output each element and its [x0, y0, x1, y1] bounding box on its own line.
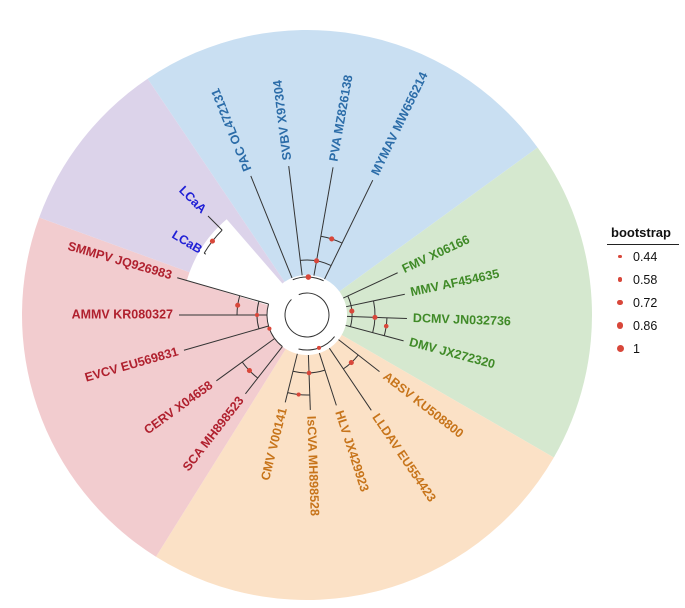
legend-item: 0.72: [607, 291, 679, 314]
bootstrap-node: [372, 314, 378, 320]
legend-dot-slot: [607, 322, 633, 329]
leaf-branch: [313, 167, 334, 276]
legend-item: 0.58: [607, 268, 679, 291]
bootstrap-node: [329, 236, 335, 242]
legend-item: 0.86: [607, 314, 679, 337]
legend-title: bootstrap: [607, 222, 679, 245]
leaf-branch: [318, 352, 337, 406]
leaf-branch: [216, 338, 275, 382]
leaf-branch: [338, 339, 380, 373]
legend-dot-slot: [607, 277, 633, 282]
leaf-branch: [284, 353, 298, 403]
legend-dot-icon: [617, 299, 623, 306]
legend-value: 0.86: [633, 318, 658, 333]
legend-value: 0.58: [633, 272, 658, 287]
bootstrap-node: [306, 370, 312, 376]
white-inner-cavity: [186, 219, 347, 355]
leaf-branch: [346, 293, 405, 308]
bootstrap-node: [235, 302, 241, 308]
bootstrap-node: [296, 392, 301, 397]
leaf-branch: [245, 346, 283, 395]
leaf-label: IsCVA MH898528: [304, 416, 321, 517]
bootstrap-node: [267, 326, 272, 331]
legend-dot-icon: [616, 345, 624, 352]
leaf-branch: [183, 325, 269, 351]
legend-items: 0.44 0.58 0.72 0.86 1: [607, 245, 679, 360]
leaf-label: DCMV JN032736: [413, 311, 511, 328]
bootstrap-node: [383, 323, 389, 329]
leaf-label: AMMV KR080327: [72, 307, 173, 321]
leaf-branch: [177, 277, 269, 305]
legend-value: 0.44: [633, 249, 658, 264]
bootstrap-nodes: [209, 236, 389, 397]
clade-sector-blue: [147, 29, 538, 315]
legend-dot-icon: [616, 322, 624, 329]
legend-dot-slot: [607, 299, 633, 306]
bootstrap-node: [209, 238, 215, 244]
bootstrap-node: [348, 359, 354, 366]
bootstrap-node: [314, 258, 320, 264]
legend-dot-slot: [607, 254, 633, 259]
bootstrap-node: [254, 312, 260, 318]
branch-arc: [284, 292, 330, 338]
leaf-branch: [345, 324, 404, 342]
legend-dot-icon: [617, 277, 623, 282]
leaf-branch: [343, 272, 398, 299]
leaf-branch: [207, 215, 223, 231]
bootstrap-legend: bootstrap 0.44 0.58 0.72 0.86 1: [607, 222, 679, 360]
clade-sector-orange: [155, 315, 554, 600]
bootstrap-node: [349, 308, 355, 314]
clade-sector-red: [21, 217, 307, 557]
legend-dot-slot: [607, 345, 633, 352]
legend-value: 1: [633, 341, 640, 356]
leaf-branch: [324, 179, 374, 280]
bootstrap-node: [305, 274, 312, 280]
legend-item: 0.44: [607, 245, 679, 268]
legend-dot-icon: [618, 254, 622, 259]
legend-value: 0.72: [633, 295, 658, 310]
leaf-branch: [288, 166, 303, 276]
leaf-branch: [307, 354, 311, 410]
legend-item: 1: [607, 337, 679, 360]
clade-sector-green: [307, 147, 592, 458]
leaf-branch: [328, 347, 372, 411]
bootstrap-node: [246, 368, 253, 374]
leaf-branch: [250, 175, 293, 279]
leaf-branch: [203, 252, 207, 255]
bootstrap-node: [316, 345, 322, 350]
